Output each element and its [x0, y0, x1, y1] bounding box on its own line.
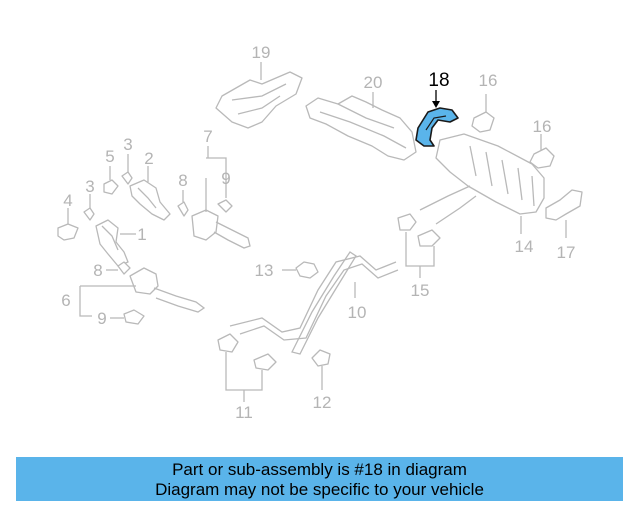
label-part-3-upper: 3 [123, 135, 132, 154]
label-part-8-lower: 8 [93, 261, 102, 280]
part-7-front-pipe[interactable] [191, 157, 251, 249]
label-part-15: 15 [411, 281, 430, 300]
part-12-hanger[interactable] [311, 349, 331, 367]
label-part-20: 20 [364, 73, 383, 92]
part-6-front-pipe[interactable] [79, 267, 206, 317]
label-part-11: 11 [235, 403, 253, 422]
part-15-clamps[interactable] [397, 213, 441, 267]
label-part-16-upper: 16 [479, 71, 498, 90]
label-part-19: 19 [252, 43, 271, 62]
part-11-clamps[interactable] [217, 333, 277, 391]
label-part-4: 4 [63, 191, 72, 210]
label-part-5: 5 [105, 147, 114, 166]
part-19-heat-shield[interactable] [215, 71, 303, 129]
part-16-bracket-upper[interactable] [471, 111, 495, 133]
part-4-bracket[interactable] [57, 223, 79, 241]
part-9-bracket-upper[interactable] [217, 199, 233, 213]
label-part-8-upper: 8 [178, 171, 187, 190]
part-8-gasket-lower[interactable] [117, 261, 131, 275]
label-part-9-upper: 9 [221, 169, 230, 188]
part-5-bracket[interactable] [103, 179, 119, 195]
banner-line-part-number: Part or sub-assembly is #18 in diagram [172, 460, 467, 479]
part-10-intermediate-pipe[interactable] [229, 251, 399, 355]
banner-line-disclaimer: Diagram may not be specific to your vehi… [155, 480, 484, 499]
info-banner: Part or sub-assembly is #18 in diagram D… [16, 457, 623, 501]
part-14-rear-muffler[interactable] [419, 133, 545, 225]
part-1-catalytic-converter[interactable] [95, 219, 129, 267]
label-part-7: 7 [203, 127, 212, 146]
label-part-16-lower: 16 [533, 117, 552, 136]
label-part-3-lower: 3 [85, 177, 94, 196]
part-18-highlighted[interactable] [415, 107, 459, 147]
label-part-6: 6 [61, 291, 70, 310]
part-3-gasket-upper[interactable] [121, 171, 133, 185]
leader-18-arrow [432, 101, 440, 108]
part-13-hanger[interactable] [295, 261, 319, 279]
label-part-9-lower: 9 [97, 309, 106, 328]
part-9-bracket-lower[interactable] [123, 309, 145, 325]
label-part-12: 12 [313, 393, 332, 412]
label-part-1: 1 [137, 225, 146, 244]
part-2-catalytic-converter[interactable] [129, 179, 171, 221]
label-part-17: 17 [557, 243, 576, 262]
part-3-gasket-lower[interactable] [83, 207, 95, 221]
part-16-bracket-lower[interactable] [529, 147, 555, 169]
label-part-13: 13 [255, 261, 274, 280]
part-17-tailpipe[interactable] [545, 189, 583, 221]
part-8-gasket-upper[interactable] [177, 201, 189, 217]
label-part-18-highlighted: 18 [428, 70, 449, 91]
exhaust-system-diagram: 19 20 18 16 16 14 17 15 10 13 11 12 1 2 … [57, 43, 583, 422]
part-20-heat-shield[interactable] [305, 95, 417, 161]
label-part-10: 10 [348, 303, 367, 322]
label-part-2: 2 [144, 149, 153, 168]
label-part-14: 14 [515, 237, 534, 256]
